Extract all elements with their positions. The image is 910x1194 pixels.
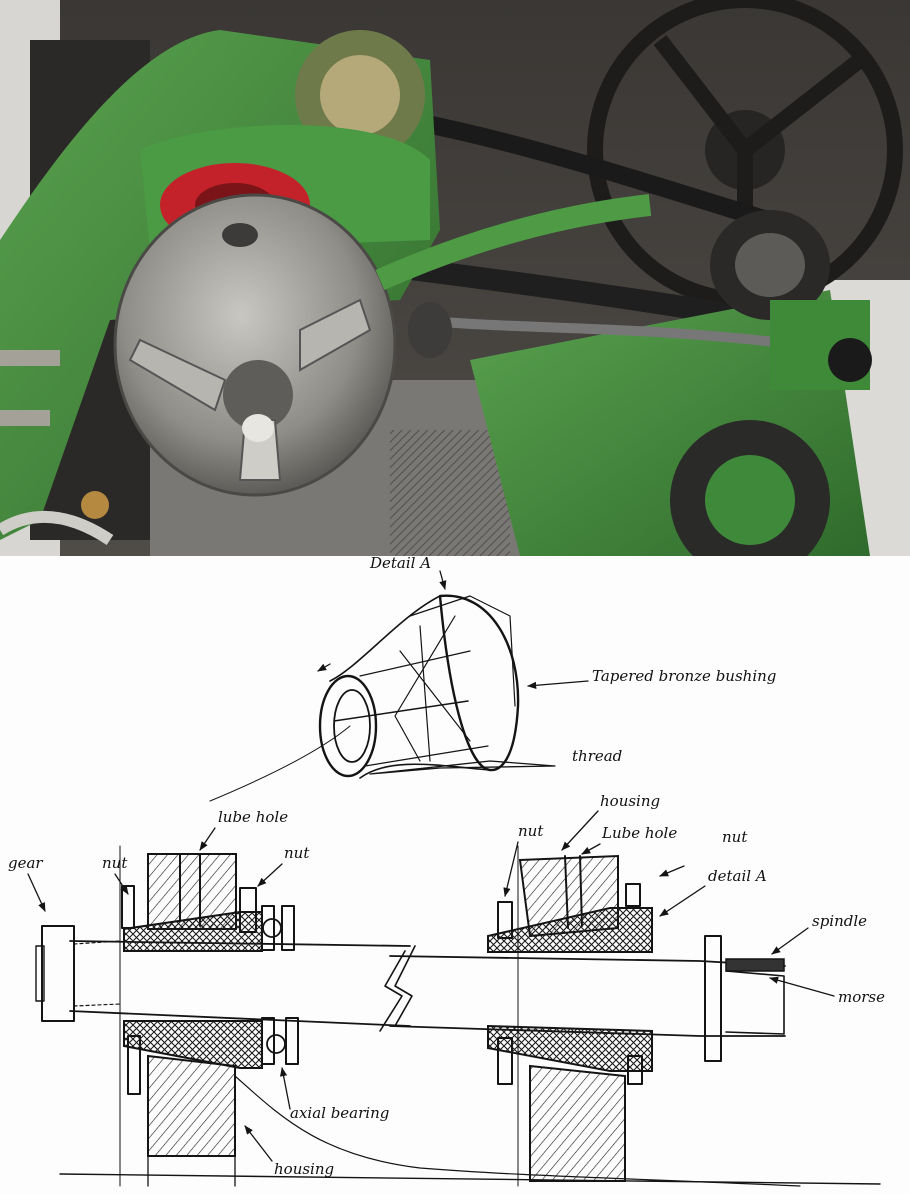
spindle-bearing-sketch: Detail A Tapered bronze bushing thread xyxy=(0,556,910,1194)
lube-hole-left-label: lube hole xyxy=(218,808,288,826)
housing-right-label: housing xyxy=(600,792,660,810)
detail-a-right-label: detail A xyxy=(708,867,767,885)
belt-tension-lever xyxy=(375,194,801,358)
housing-bottom-label: housing xyxy=(274,1160,334,1178)
detail-a-bushing-drawing xyxy=(209,594,556,802)
axial-bearing-arrow xyxy=(279,1067,291,1110)
nut-right-b-label: nut xyxy=(722,828,748,846)
spindle-cross-section xyxy=(35,845,881,1187)
detail-a-title-arrow xyxy=(439,570,447,590)
housing-right-arrow xyxy=(561,810,599,851)
axial-bearing-label: axial bearing xyxy=(290,1104,389,1122)
lube-hole-right-label: Lube hole xyxy=(601,824,677,842)
tapered-bushing-arrow xyxy=(527,680,589,689)
detail-a-title: Detail A xyxy=(369,556,431,572)
morse-arrow xyxy=(769,976,835,997)
housing-bottom-arrow xyxy=(244,1125,273,1162)
morse-label: morse xyxy=(838,988,885,1006)
lube-hole-left-arrow xyxy=(199,827,216,851)
nut-left-b-arrow xyxy=(257,863,283,887)
nut-right-b-arrow xyxy=(659,865,685,877)
motor-pulley xyxy=(710,210,872,390)
detail-a-left-arrow xyxy=(317,663,331,672)
nut-left-a-label: nut xyxy=(102,854,128,872)
nut-right-a-arrow xyxy=(503,841,519,897)
detail-a-right-arrow xyxy=(659,885,706,917)
spindle-label: spindle xyxy=(812,912,867,930)
nut-right-a-label: nut xyxy=(518,822,544,840)
lube-hole-right-arrow xyxy=(581,843,601,855)
oil-fittings xyxy=(0,350,114,546)
three-jaw-chuck xyxy=(113,193,397,497)
tapered-bushing-label: Tapered bronze bushing xyxy=(592,667,776,685)
lathe-headstock-photo xyxy=(0,0,910,556)
spindle-arrow xyxy=(771,927,809,955)
lathe-photo-illustration xyxy=(0,0,910,556)
nut-left-b-label: nut xyxy=(284,844,310,862)
hand-drawn-sketch: Detail A Tapered bronze bushing thread xyxy=(8,556,885,1187)
nut-left-a-arrow xyxy=(114,873,129,895)
gear-label: gear xyxy=(8,854,43,872)
gear-arrow xyxy=(27,873,46,912)
thread-label: thread xyxy=(572,747,622,765)
